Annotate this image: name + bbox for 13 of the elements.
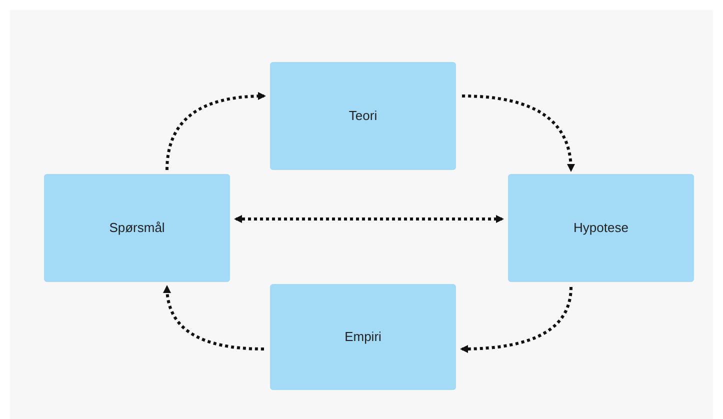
dotted-arrow — [166, 92, 266, 170]
box-label: Spørsmål — [109, 219, 165, 238]
dotted-arrow — [462, 94, 575, 172]
dotted-arrow — [163, 285, 264, 350]
process-box — [270, 284, 456, 390]
box-label: Empiri — [344, 328, 382, 346]
process-box — [270, 62, 456, 170]
process-box — [508, 174, 694, 282]
box-label: Teori — [348, 107, 378, 126]
process-box — [44, 174, 230, 282]
box-label: Hypotese — [574, 219, 628, 238]
dotted-arrow — [234, 215, 504, 223]
dotted-arrow — [460, 286, 572, 353]
